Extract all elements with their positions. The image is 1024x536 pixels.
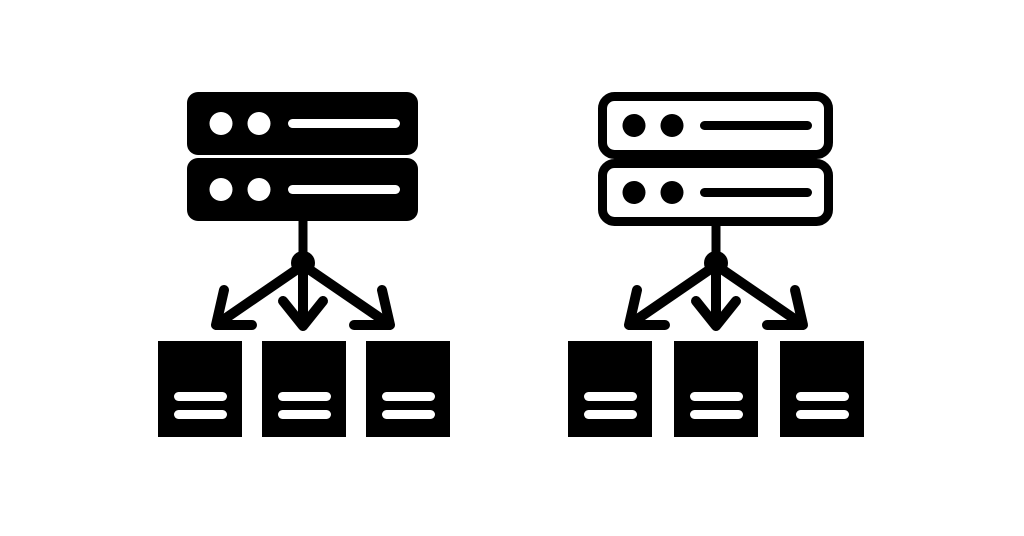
indicator-light-1 bbox=[209, 112, 233, 135]
outline-server-unit-1 bbox=[598, 92, 833, 159]
document-line-1 bbox=[382, 392, 435, 401]
document-body bbox=[780, 341, 864, 437]
filled-document-3 bbox=[366, 341, 450, 437]
filled-branch-connector bbox=[211, 221, 395, 331]
arrow-down bbox=[278, 265, 328, 331]
indicator-light-2 bbox=[247, 178, 271, 201]
document-line-2 bbox=[278, 410, 331, 419]
document-line-2 bbox=[174, 410, 227, 419]
indicator-light-2 bbox=[247, 112, 271, 135]
outline-rack-server bbox=[598, 92, 833, 226]
arrow-head bbox=[762, 285, 808, 330]
arrow-shaft bbox=[305, 265, 385, 323]
arrow-down bbox=[691, 265, 741, 331]
outline-document-1 bbox=[568, 341, 652, 437]
arrow-head bbox=[278, 296, 328, 331]
filled-document-1 bbox=[158, 341, 242, 437]
document-body bbox=[568, 341, 652, 437]
status-bar bbox=[700, 121, 812, 130]
arrow-head bbox=[624, 285, 670, 330]
variant-filled bbox=[158, 92, 450, 437]
arrow-shaft bbox=[718, 265, 798, 323]
arrow-shaft bbox=[221, 265, 301, 323]
arrow-down-left bbox=[624, 265, 714, 330]
arrow-head bbox=[691, 296, 741, 331]
arrow-down-right bbox=[305, 265, 395, 330]
arrow-head bbox=[349, 285, 395, 330]
variant-outline bbox=[568, 92, 864, 437]
indicator-light-1 bbox=[622, 181, 646, 204]
status-bar bbox=[700, 188, 812, 197]
arrow-down-left bbox=[211, 265, 301, 330]
outline-document-3 bbox=[780, 341, 864, 437]
outline-branch-connector bbox=[624, 222, 808, 331]
outline-document-row bbox=[568, 341, 864, 437]
document-body bbox=[262, 341, 346, 437]
document-line-2 bbox=[796, 410, 849, 419]
arrow-down-right bbox=[718, 265, 808, 330]
document-line-1 bbox=[278, 392, 331, 401]
document-body bbox=[674, 341, 758, 437]
arrow-head bbox=[211, 285, 257, 330]
indicator-light-1 bbox=[622, 114, 646, 137]
arrow-shaft bbox=[634, 265, 714, 323]
filled-document-row bbox=[158, 341, 450, 437]
document-body bbox=[158, 341, 242, 437]
indicator-light-2 bbox=[660, 114, 684, 137]
filled-server-unit-1 bbox=[187, 92, 418, 155]
status-bar bbox=[288, 185, 400, 194]
outline-server-unit-2 bbox=[598, 159, 833, 226]
document-line-1 bbox=[174, 392, 227, 401]
outline-document-2 bbox=[674, 341, 758, 437]
filled-rack-server bbox=[187, 92, 418, 221]
document-line-1 bbox=[796, 392, 849, 401]
document-line-2 bbox=[382, 410, 435, 419]
document-line-2 bbox=[584, 410, 637, 419]
indicator-light-1 bbox=[209, 178, 233, 201]
filled-server-unit-2 bbox=[187, 158, 418, 221]
document-body bbox=[366, 341, 450, 437]
status-bar bbox=[288, 119, 400, 128]
document-line-2 bbox=[690, 410, 743, 419]
filled-document-2 bbox=[262, 341, 346, 437]
document-line-1 bbox=[690, 392, 743, 401]
document-line-1 bbox=[584, 392, 637, 401]
indicator-light-2 bbox=[660, 181, 684, 204]
